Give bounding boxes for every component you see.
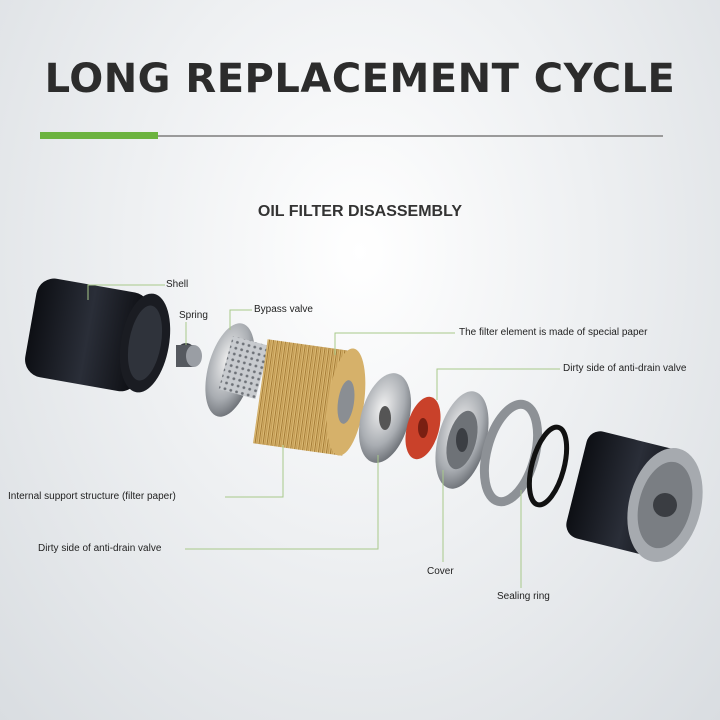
label-sealing-ring: Sealing ring	[497, 591, 550, 602]
label-bypass-valve: Bypass valve	[254, 304, 313, 315]
label-filter-element: The filter element is made of special pa…	[459, 327, 648, 338]
bypass-valve-part	[205, 323, 270, 417]
leader-dirty-top	[436, 368, 560, 400]
label-cover: Cover	[427, 566, 454, 577]
sealing-ring-part	[526, 424, 570, 508]
leader-dirty-bottom	[185, 455, 379, 550]
label-dirty-side-top: Dirty side of anti-drain valve	[563, 363, 687, 374]
anti-drain-valve-part	[405, 396, 441, 460]
label-spring: Spring	[179, 310, 208, 321]
anti-drain-plate-part	[358, 373, 412, 463]
leader-shell	[87, 284, 165, 300]
spring-part	[176, 343, 202, 367]
title-accent-bar	[40, 132, 158, 139]
leader-filter-element	[334, 332, 455, 355]
page-title: LONG REPLACEMENT CYCLE	[44, 56, 676, 102]
filter-element-part	[253, 339, 366, 456]
filter-base-part	[566, 431, 703, 562]
leader-bypass	[229, 309, 252, 330]
label-dirty-side-bottom: Dirty side of anti-drain valve	[38, 543, 162, 554]
title-divider	[40, 135, 663, 137]
leader-internal-support	[225, 445, 284, 498]
label-internal-support: Internal support structure (filter paper…	[8, 491, 176, 502]
leader-lines	[87, 284, 560, 588]
diagram-subtitle: OIL FILTER DISASSEMBLY	[257, 203, 463, 220]
label-shell: Shell	[166, 279, 189, 290]
cover-part	[435, 391, 489, 489]
shell-part	[25, 278, 171, 393]
